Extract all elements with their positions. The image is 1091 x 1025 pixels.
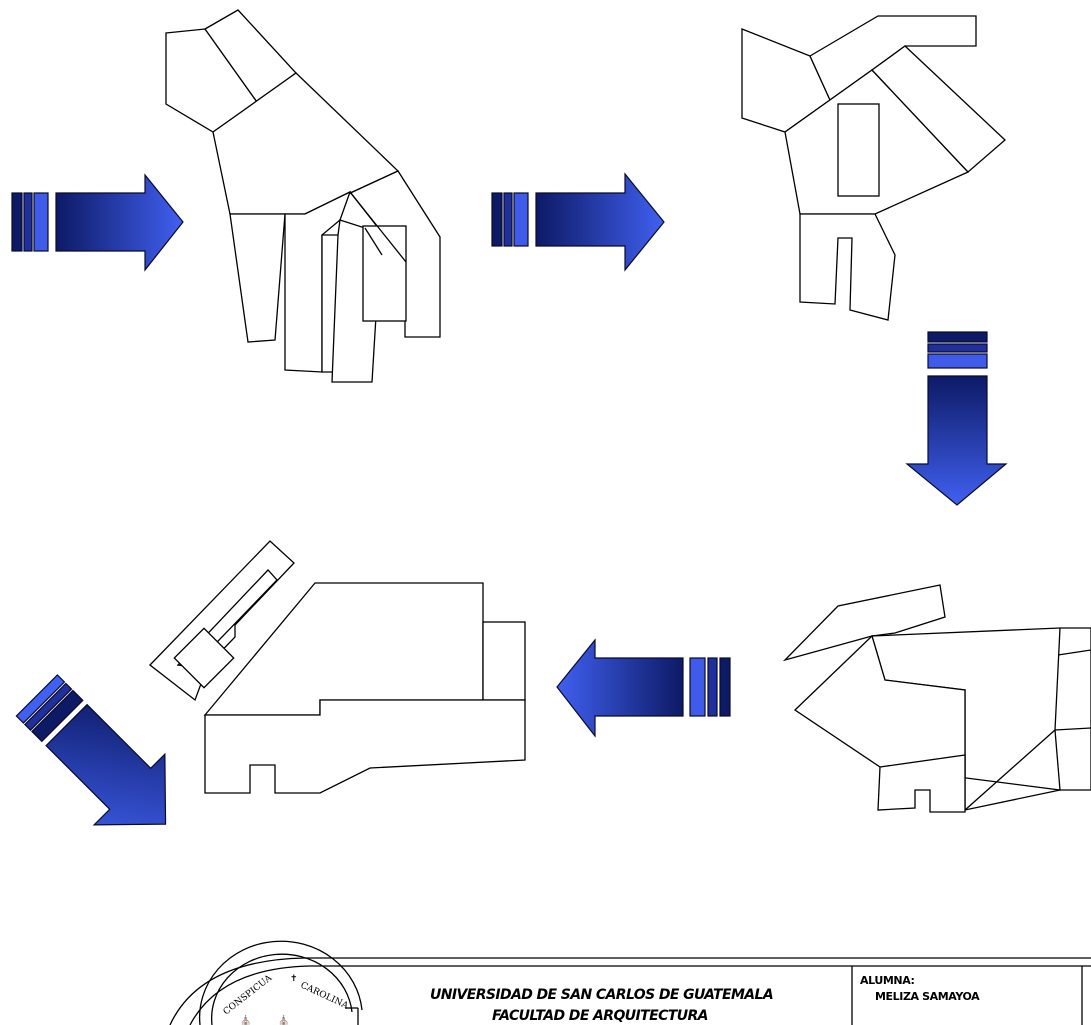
student-label: ALUMNA: [860,974,915,987]
arrow-left [556,638,731,738]
arrow-right-2 [491,172,665,272]
title-block [169,957,1091,1025]
arrow-down-left [15,674,167,826]
arrow-right-1 [11,173,184,272]
hand-shape-step-2 [741,15,1006,321]
seal-text-left: CONSPICUA [222,973,275,1017]
faculty-name: FACULTAD DE ARQUITECTURA [492,1008,708,1024]
university-seal-icon: CONSPICUA CAROLINA ✝ ⛪ ⛪ [198,940,363,1025]
arrow-down [905,331,1008,506]
hand-shape-step-1 [165,9,441,383]
hand-shape-step-4 [149,540,526,794]
svg-text:✝: ✝ [290,974,298,984]
svg-text:⛪: ⛪ [240,1014,251,1025]
svg-text:⛪: ⛪ [278,1014,289,1025]
hand-shape-step-3 [782,584,1091,813]
student-name: MELIZA SAMAYOA [875,990,980,1003]
university-name: UNIVERSIDAD DE SAN CARLOS DE GUATEMALA [430,987,773,1003]
